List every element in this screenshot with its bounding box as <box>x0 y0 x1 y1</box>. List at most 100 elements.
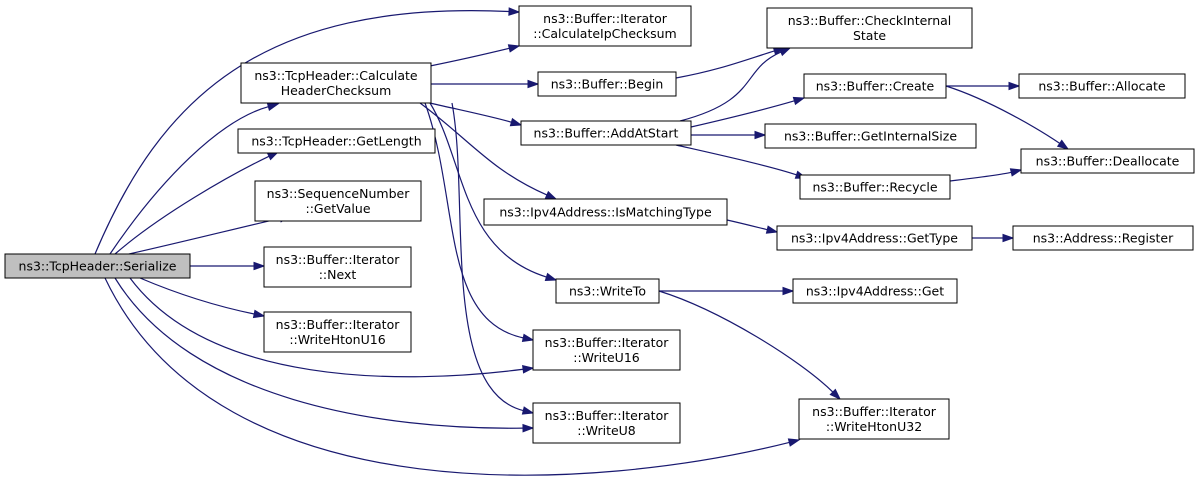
node-label: ns3::Buffer::Iterator <box>545 335 670 350</box>
edge-serialize-to-iter_calcip <box>94 10 510 255</box>
node-label: ::WriteU8 <box>577 423 636 438</box>
arrowhead-buf_deallocate <box>1056 139 1070 150</box>
edge-buf_addatstart-to-buf_recycle <box>675 144 797 176</box>
edge-serialize-to-iter_writeu16 <box>129 277 524 378</box>
arrowhead-iter_whtonu16 <box>252 309 266 319</box>
node-box <box>555 278 660 304</box>
node-label: ns3::Buffer::Iterator <box>545 408 670 423</box>
node-ipv4-get[interactable]: ns3::Ipv4Address::Get <box>792 278 958 304</box>
node-label: ns3::TcpHeader::GetLength <box>251 134 421 149</box>
node-buf-recycle[interactable]: ns3::Buffer::Recycle <box>799 174 951 200</box>
arrowhead-iter_calcip <box>508 7 521 16</box>
arrowhead-ipv4_get <box>782 286 795 296</box>
node-buf-begin[interactable]: ns3::Buffer::Begin <box>537 71 677 97</box>
arrowhead-iter_whtonu32 <box>787 438 801 447</box>
node-label: ns3::TcpHeader::Serialize <box>19 259 177 274</box>
node-ipv4-gettype[interactable]: ns3::Ipv4Address::GetType <box>776 225 973 251</box>
arrowhead-iter_whtonu32 <box>829 388 842 401</box>
node-box <box>1020 148 1195 174</box>
edge-calc_hdr-to-iter_writeu8 <box>451 102 524 412</box>
node-label: ns3::Buffer::Iterator <box>276 317 401 332</box>
edge-serialize-to-iter_writeu8 <box>114 277 524 429</box>
node-box <box>537 71 677 97</box>
node-label: ns3::Buffer::Allocate <box>1038 79 1166 94</box>
node-ipv4-ismatching[interactable]: ns3::Ipv4Address::IsMatchingType <box>483 198 728 226</box>
node-box <box>240 62 432 104</box>
node-iter-writeu8[interactable]: ns3::Buffer::Iterator::WriteU8 <box>532 402 681 444</box>
node-box <box>792 278 958 304</box>
edge-calc_hdr-to-ipv4_ismatching <box>419 102 548 196</box>
edge-ipv4_ismatching-to-ipv4_gettype <box>726 219 768 231</box>
arrowhead-iter_writeu8 <box>522 423 535 433</box>
edge-serialize-to-get_length <box>114 155 270 255</box>
node-label: ns3::Ipv4Address::GetType <box>791 231 958 246</box>
node-label: ::Next <box>319 267 357 282</box>
node-label: ::CalculateIpChecksum <box>533 26 677 41</box>
node-buf-create[interactable]: ns3::Buffer::Create <box>803 73 947 99</box>
node-writeto[interactable]: ns3::WriteTo <box>555 278 660 304</box>
node-box <box>532 402 681 444</box>
arrowhead-calc_hdr <box>266 102 280 111</box>
node-get-length[interactable]: ns3::TcpHeader::GetLength <box>237 128 436 154</box>
edge-buf_create-to-buf_deallocate <box>945 85 1061 144</box>
node-iter-writeu16[interactable]: ns3::Buffer::Iterator::WriteU16 <box>532 329 681 371</box>
node-label: ns3::Buffer::Iterator <box>543 11 668 26</box>
node-box <box>237 128 436 154</box>
node-box <box>764 123 977 149</box>
edge-calc_hdr-to-buf_addatstart <box>429 102 512 123</box>
arrowhead-buf_addatstart <box>509 117 523 127</box>
arrowhead-iter_calcip <box>507 44 521 53</box>
arrowhead-buf_create <box>792 96 806 106</box>
edge-buf_addatstart-to-buf_create <box>690 100 795 128</box>
node-iter-whtonu16[interactable]: ns3::Buffer::Iterator::WriteHtonU16 <box>263 311 412 353</box>
arrowhead-buf_begin <box>527 79 540 89</box>
node-buf-allocate[interactable]: ns3::Buffer::Allocate <box>1018 73 1186 99</box>
arrowhead-addr_register <box>1002 233 1015 243</box>
node-addr-register[interactable]: ns3::Address::Register <box>1012 225 1194 251</box>
node-iter-next[interactable]: ns3::Buffer::Iterator::Next <box>263 246 412 288</box>
node-label: ns3::Buffer::AddAtStart <box>534 126 679 141</box>
arrowhead-buf_deallocate <box>1009 168 1023 177</box>
arrowhead-iter_next <box>253 261 266 271</box>
node-label: ns3::Ipv4Address::Get <box>806 284 944 299</box>
node-box <box>483 198 728 226</box>
edge-buf_addatstart-to-buf_checkinternal <box>679 51 782 122</box>
node-box <box>1012 225 1194 251</box>
node-box <box>776 225 973 251</box>
node-buf-getinternalsize[interactable]: ns3::Buffer::GetInternalSize <box>764 123 977 149</box>
node-label: ns3::Buffer::Begin <box>551 77 664 92</box>
node-iter-whtonu32[interactable]: ns3::Buffer::Iterator::WriteHtonU32 <box>798 398 950 440</box>
node-buf-deallocate[interactable]: ns3::Buffer::Deallocate <box>1020 148 1195 174</box>
node-label: State <box>853 28 886 43</box>
node-box <box>263 246 412 288</box>
node-label: ns3::SequenceNumber <box>267 186 411 201</box>
node-label: ns3::Buffer::Create <box>816 79 935 94</box>
arrowhead-buf_allocate <box>1008 81 1021 91</box>
node-box <box>518 5 692 47</box>
arrowhead-buf_getinternalsize <box>754 130 767 140</box>
node-label: ns3::Buffer::Deallocate <box>1036 154 1180 169</box>
node-seq-getvalue[interactable]: ns3::SequenceNumber::GetValue <box>254 180 422 222</box>
node-label: ::WriteHtonU16 <box>289 332 385 347</box>
node-box <box>766 7 973 49</box>
node-box <box>254 180 422 222</box>
arrowhead-ipv4_gettype <box>765 225 779 234</box>
node-label: ns3::Buffer::Recycle <box>812 180 937 195</box>
node-label: ns3::Buffer::GetInternalSize <box>784 129 957 144</box>
node-label: ns3::Address::Register <box>1033 231 1174 246</box>
arrowhead-iter_writeu16 <box>521 333 535 343</box>
node-label: ::GetValue <box>305 201 370 216</box>
node-iter-calcip[interactable]: ns3::Buffer::Iterator::CalculateIpChecks… <box>518 5 692 47</box>
edge-writeto-to-iter_whtonu32 <box>658 290 834 393</box>
node-box <box>520 120 692 146</box>
edge-serialize-to-seq_getvalue <box>119 217 281 257</box>
edge-calc_hdr-to-iter_writeu16 <box>424 102 524 339</box>
node-label: ns3::Buffer::CheckInternal <box>788 13 952 28</box>
node-buf-addatstart[interactable]: ns3::Buffer::AddAtStart <box>520 120 692 146</box>
edge-calc_hdr-to-iter_calcip <box>429 47 510 67</box>
node-serialize[interactable]: ns3::TcpHeader::Serialize <box>4 253 191 279</box>
node-box <box>803 73 947 99</box>
node-label: ::WriteHtonU32 <box>826 419 922 434</box>
